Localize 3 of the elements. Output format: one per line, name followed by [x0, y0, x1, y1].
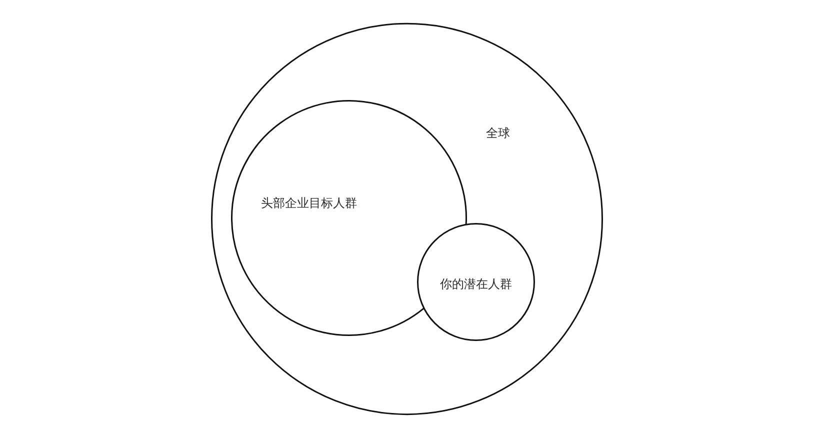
circle-label: 你的潜在人群 [440, 276, 512, 292]
circle-label: 全球 [486, 126, 510, 140]
circle-label: 头部企业目标人群 [261, 196, 357, 210]
